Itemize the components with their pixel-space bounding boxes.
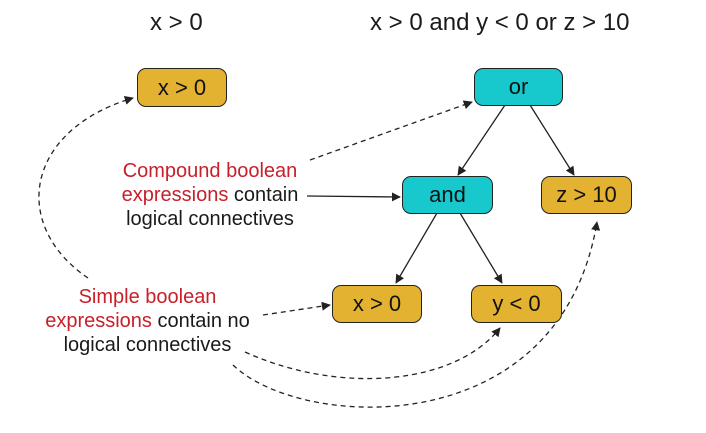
simple-line-2: expressions contain no (35, 309, 260, 333)
dashed-arrow-simple-to-y (244, 327, 501, 380)
right-heading: x > 0 and y < 0 or z > 10 (370, 9, 630, 36)
simple-line-2-rest: contain no (151, 310, 250, 332)
and-node: and (402, 176, 493, 214)
arrow-compound-to-and (306, 192, 401, 202)
x-gt-0-node: x > 0 (332, 285, 422, 323)
compound-line-2: expressions contain (110, 183, 310, 207)
compound-line-3: logical connectives (126, 208, 294, 230)
simple-line-1: Simple boolean (78, 286, 217, 308)
edge-and-to-x (395, 212, 438, 284)
dashed-arrow-compound-to-or (309, 100, 473, 161)
dashed-arrow-simple-to-x (262, 301, 331, 316)
or-node: or (474, 68, 563, 106)
compound-line-2-highlight: expressions (121, 184, 229, 206)
simple-x-node: x > 0 (137, 68, 227, 107)
edge-and-to-y (459, 212, 503, 284)
compound-line-2-rest: contain (228, 184, 299, 206)
z-gt-10-node: z > 10 (541, 176, 632, 214)
simple-annotation: Simple boolean expressions contain no lo… (35, 285, 260, 357)
simple-line-2-highlight: expressions (45, 310, 152, 332)
edge-or-to-z (529, 104, 575, 176)
left-heading: x > 0 (150, 9, 203, 36)
compound-annotation: Compound boolean expressions contain log… (110, 159, 310, 231)
y-lt-0-node: y < 0 (471, 285, 562, 323)
edge-or-to-and (457, 104, 506, 176)
simple-line-3: logical connectives (63, 334, 232, 356)
compound-line-1: Compound boolean (122, 160, 298, 182)
dashed-arrow-simple-to-z (232, 221, 601, 408)
